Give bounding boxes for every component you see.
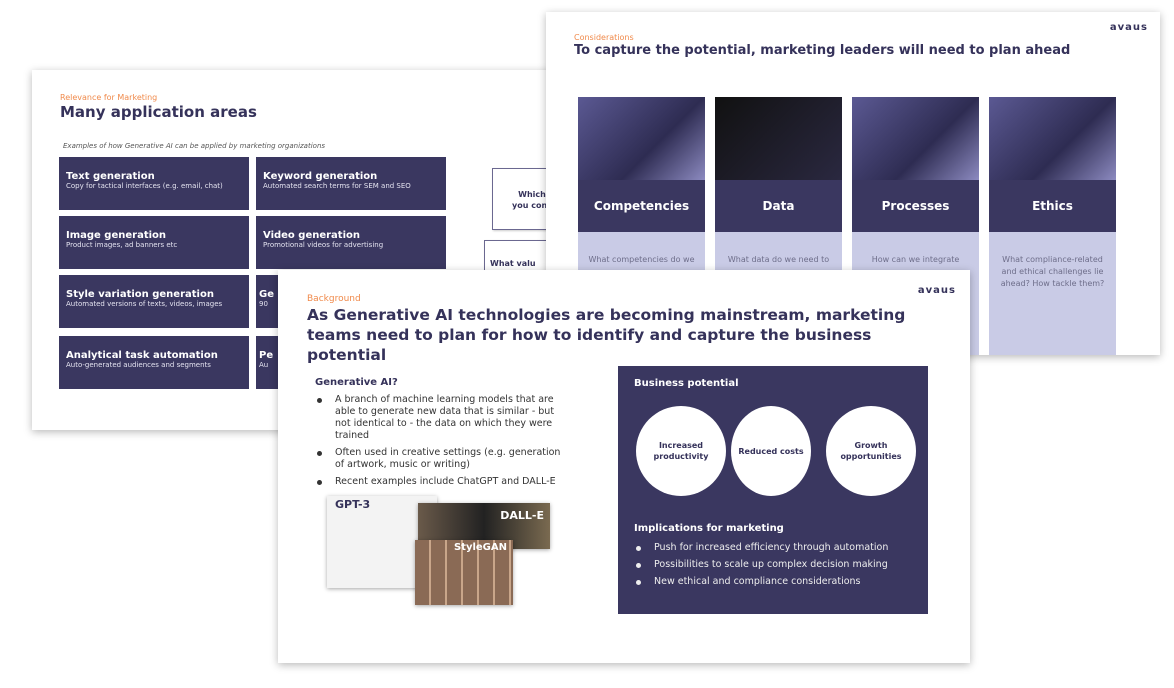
slide-title: Many application areas: [60, 103, 257, 121]
genai-list: A branch of machine learning models that…: [315, 394, 565, 493]
potential-circle: Growth opportunities: [826, 406, 916, 496]
potential-circle: Reduced costs: [731, 406, 811, 496]
list-item: Recent examples include ChatGPT and DALL…: [315, 476, 565, 488]
potential-circle: Increased productivity: [636, 406, 726, 496]
implications-heading: Implications for marketing: [634, 523, 784, 534]
avaus-logo: avaus: [917, 285, 956, 296]
business-heading: Business potential: [634, 378, 739, 389]
genai-heading: Generative AI?: [315, 377, 398, 388]
slide-background: Background As Generative AI technologies…: [278, 270, 970, 663]
list-item: Often used in creative settings (e.g. ge…: [315, 447, 565, 471]
list-item: New ethical and compliance consideration…: [634, 576, 888, 588]
justice-scale-image: [989, 97, 1116, 180]
network-image: [852, 97, 979, 180]
avaus-logo: avaus: [1109, 22, 1148, 33]
slide-title: To capture the potential, marketing lead…: [574, 43, 1071, 58]
code-image: [715, 97, 842, 180]
slide-subtitle: Examples of how Generative AI can be app…: [63, 142, 326, 150]
list-item: Push for increased efficiency through au…: [634, 542, 888, 554]
stylegan-faces: StyleGAN: [415, 540, 513, 605]
kicker: Background: [307, 294, 361, 304]
laptop-image: [578, 97, 705, 180]
business-potential-panel: Business potential Increased productivit…: [618, 366, 928, 614]
kicker: Considerations: [574, 33, 634, 42]
list-item: A branch of machine learning models that…: [315, 394, 565, 442]
slide-title: As Generative AI technologies are becomi…: [307, 306, 906, 364]
implications-list: Push for increased efficiency through au…: [634, 542, 888, 593]
kicker: Relevance for Marketing: [60, 93, 158, 102]
callout-question: Which you cons: [492, 168, 555, 230]
list-item: Possibilities to scale up complex decisi…: [634, 559, 888, 571]
